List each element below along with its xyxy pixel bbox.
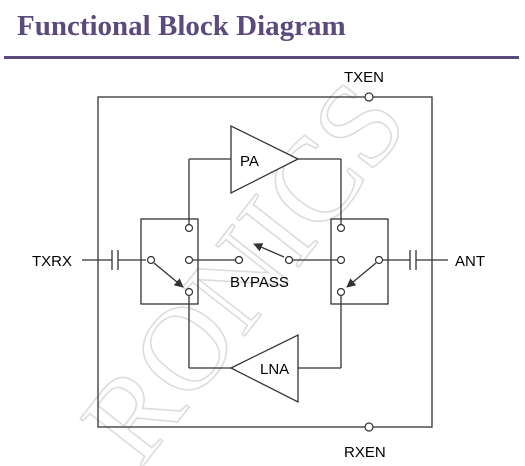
- ant-capacitor: [380, 250, 448, 270]
- lna-amplifier: [229, 333, 299, 404]
- rxen-pin: [364, 422, 374, 432]
- txen-pin: [364, 92, 374, 102]
- txrx-capacitor: [82, 250, 146, 270]
- chip-outline: [97, 96, 433, 428]
- bypass-label: BYPASS: [230, 274, 289, 291]
- txen-label: TXEN: [344, 69, 384, 86]
- right-switch: [330, 218, 389, 305]
- rxen-label: RXEN: [344, 444, 386, 461]
- left-switch: [140, 218, 199, 305]
- lna-label: LNA: [260, 361, 289, 378]
- pa-path: [188, 158, 342, 224]
- lna-path: [188, 296, 342, 369]
- bypass-path: [193, 243, 337, 265]
- ant-label: ANT: [455, 253, 485, 270]
- txrx-label: TXRX: [32, 253, 72, 270]
- pa-label: PA: [240, 153, 259, 170]
- title-divider: [4, 56, 519, 59]
- pa-amplifier: [230, 124, 300, 195]
- page-title: Functional Block Diagram: [17, 10, 346, 42]
